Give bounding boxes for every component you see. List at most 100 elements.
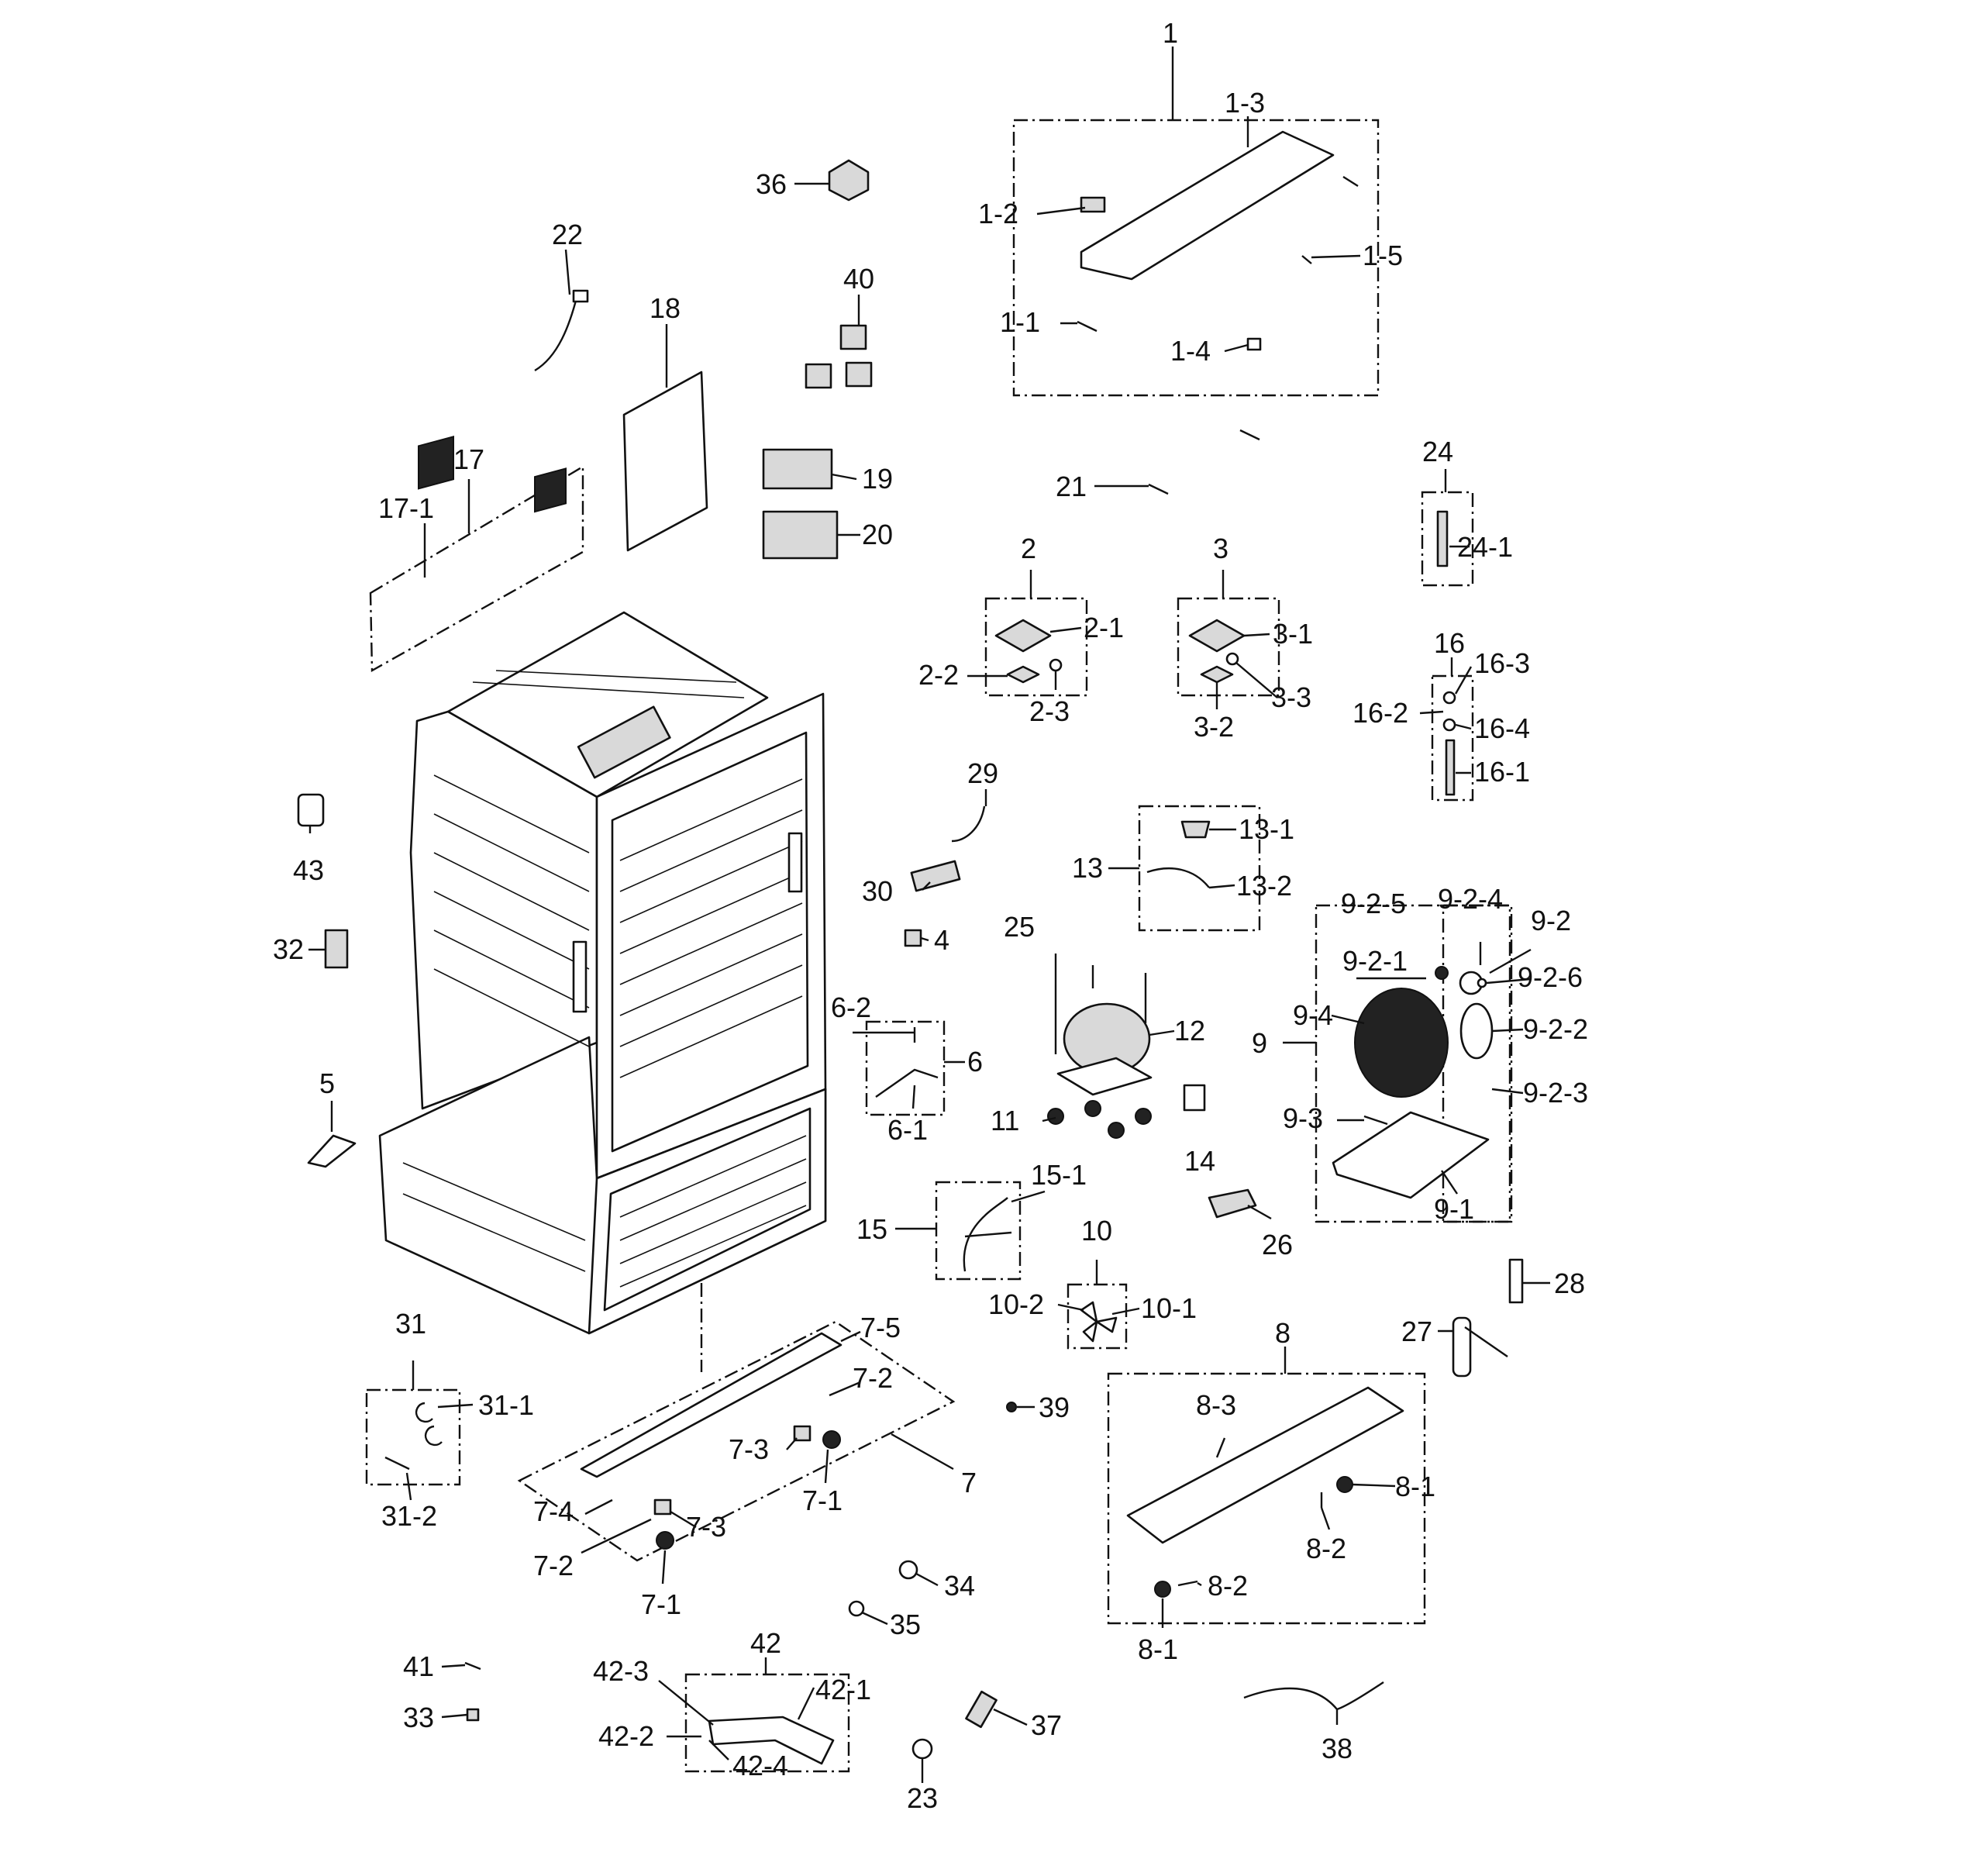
group-box-31 [365, 1388, 461, 1486]
label-1-4: 1-4 [1170, 335, 1211, 367]
label-10: 10 [1081, 1215, 1112, 1247]
part-40a [839, 324, 867, 350]
label-15: 15 [856, 1213, 887, 1245]
part-9-2-2 [1459, 1002, 1494, 1060]
part-41 [464, 1661, 481, 1671]
label-6-2: 6-2 [831, 991, 871, 1023]
group-boxes [365, 119, 1513, 1773]
label-43: 43 [293, 854, 324, 886]
part-7-3a [793, 1425, 812, 1442]
label-1-3: 1-3 [1225, 87, 1265, 119]
group-box-42 [684, 1673, 850, 1773]
label-14: 14 [1184, 1145, 1215, 1177]
group-box-15 [935, 1181, 1022, 1281]
label-3-3: 3-3 [1271, 681, 1311, 713]
label-31-2: 31-2 [381, 1500, 437, 1532]
group-box-3 [1177, 597, 1280, 697]
part-9-2-5 [1435, 966, 1449, 980]
label-2-1: 2-1 [1084, 612, 1124, 643]
part-20-board [762, 510, 839, 560]
part-4 [904, 929, 922, 947]
label-19: 19 [862, 463, 893, 495]
part-36 [828, 159, 870, 202]
part-28 [1508, 1258, 1524, 1304]
part-29-wire [951, 805, 986, 843]
part-8-1a [1336, 1476, 1353, 1493]
part-8-2b [1177, 1580, 1198, 1587]
part-3-3 [1225, 652, 1239, 666]
label-10-2: 10-2 [988, 1288, 1044, 1320]
cabinet-control-panel [577, 705, 671, 779]
part-26 [1208, 1188, 1257, 1219]
label-7-1b: 7-1 [641, 1588, 681, 1620]
label-4: 4 [934, 924, 949, 956]
part-11d [1135, 1108, 1152, 1125]
part-39 [1006, 1402, 1017, 1412]
label-2-3: 2-3 [1029, 695, 1070, 727]
part-31-2 [384, 1456, 410, 1471]
part-2-3 [1049, 658, 1063, 672]
label-39: 39 [1039, 1391, 1070, 1423]
label-36: 36 [756, 168, 787, 200]
label-24: 24 [1422, 436, 1453, 467]
part-7-1a [822, 1430, 841, 1449]
label-8-2a: 8-2 [1306, 1533, 1346, 1564]
label-8-2b: 8-2 [1208, 1570, 1248, 1602]
label-18: 18 [650, 292, 681, 324]
label-9-2-4: 9-2-4 [1438, 883, 1503, 915]
label-40: 40 [843, 263, 874, 295]
label-23: 23 [907, 1782, 938, 1814]
freezer-opening [603, 1107, 812, 1312]
group-box-9 [1315, 904, 1511, 1223]
part-13-1 [1180, 820, 1211, 839]
label-28: 28 [1554, 1267, 1585, 1299]
label-16: 16 [1434, 627, 1465, 659]
group-box-8 [1107, 1372, 1426, 1625]
label-3-1: 3-1 [1273, 618, 1313, 650]
part-loose-screw [1239, 429, 1260, 441]
group-box-10 [1067, 1283, 1128, 1350]
label-17-1: 17-1 [378, 492, 434, 524]
callout-labels: 1 1-1 1-2 1-3 1-4 1-5 2 2-1 2-2 2-3 3 3-… [273, 17, 1588, 1814]
label-2-2: 2-2 [918, 659, 959, 691]
label-8: 8 [1275, 1317, 1291, 1349]
label-8-3: 8-3 [1196, 1389, 1236, 1421]
label-42-1: 42-1 [815, 1674, 871, 1705]
label-16-4: 16-4 [1474, 712, 1530, 744]
part-2-2 [1006, 665, 1040, 684]
label-9-2: 9-2 [1531, 905, 1571, 936]
label-13-2: 13-2 [1236, 870, 1292, 902]
label-22: 22 [552, 219, 583, 250]
label-31: 31 [395, 1308, 426, 1340]
label-16-3: 16-3 [1474, 647, 1530, 679]
label-30: 30 [862, 875, 893, 907]
label-17: 17 [453, 443, 484, 475]
label-27: 27 [1401, 1316, 1432, 1347]
label-6-1: 6-1 [887, 1114, 928, 1146]
part-8-3-plate [1126, 1386, 1404, 1544]
cabinet-assembly [378, 611, 827, 1372]
label-7-2a: 7-2 [853, 1362, 893, 1394]
label-8-1a: 8-1 [1395, 1471, 1435, 1502]
label-7-3a: 7-3 [729, 1433, 769, 1465]
label-9-4: 9-4 [1293, 999, 1333, 1031]
part-33 [466, 1708, 480, 1722]
label-9-2-1: 9-2-1 [1342, 945, 1408, 977]
leader-lines [308, 47, 1550, 1783]
part-9-2-6 [1477, 978, 1487, 988]
group-box-2 [984, 597, 1088, 697]
label-42-2: 42-2 [598, 1720, 654, 1752]
part-34 [898, 1560, 918, 1580]
label-9-2-3: 9-2-3 [1523, 1077, 1588, 1109]
part-30 [910, 860, 961, 892]
parts [297, 130, 1524, 1765]
part-1-2-clip [1080, 196, 1106, 213]
label-21: 21 [1056, 471, 1087, 502]
label-6: 6 [967, 1046, 983, 1078]
label-13-1: 13-1 [1239, 813, 1294, 845]
group-box-9-2 [1442, 904, 1513, 1223]
part-23 [911, 1738, 933, 1760]
label-42-4: 42-4 [732, 1750, 788, 1781]
label-33: 33 [403, 1702, 434, 1733]
part-13-2-wire [1146, 867, 1210, 888]
